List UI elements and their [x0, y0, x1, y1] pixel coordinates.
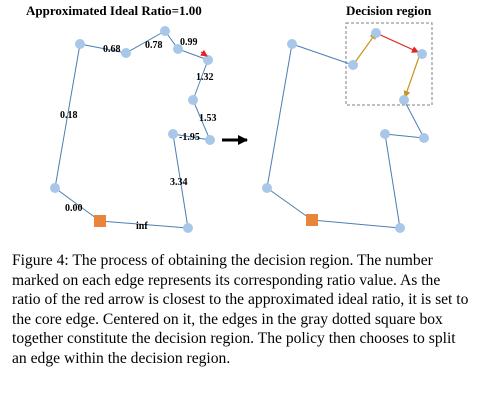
edge-label: -1.95 — [179, 132, 200, 143]
right-node — [380, 129, 390, 139]
right-edge — [266, 187, 313, 221]
left-start-node — [94, 215, 106, 227]
right-panel-title: Decision region — [346, 3, 432, 18]
right-node — [399, 95, 409, 105]
region-edges — [352, 32, 421, 98]
left-edge-1 — [79, 43, 127, 54]
core-edge — [375, 32, 419, 53]
left-node — [121, 48, 131, 58]
left-edge-10 — [54, 187, 101, 222]
decision-region-box — [345, 22, 433, 106]
edge-label: 3.34 — [170, 177, 188, 188]
left-edge-5 — [192, 59, 209, 101]
left-nodes — [50, 26, 215, 233]
left-core-edge-hint — [200, 49, 208, 57]
left-node — [188, 95, 198, 105]
edge-label: inf — [136, 221, 148, 232]
left-panel-title: Approximated Ideal Ratio=1.00 — [26, 3, 202, 18]
region-edge-left — [352, 32, 377, 66]
edge-label: 0.99 — [180, 37, 198, 48]
left-node — [173, 44, 183, 54]
figure-caption: Figure 4: The process of obtaining the d… — [12, 251, 472, 368]
left-node — [168, 129, 178, 139]
right-edge — [291, 43, 354, 66]
decision-region-figure: Approximated Ideal Ratio=1.00 Decision r… — [26, 3, 433, 233]
right-edge — [384, 133, 425, 139]
left-edge-7 — [172, 133, 211, 141]
right-edge — [384, 133, 401, 229]
left-node — [75, 39, 85, 49]
caption-text: The process of obtaining the decision re… — [12, 252, 469, 367]
edge-label: 0.68 — [103, 44, 121, 55]
edge-label: 0.18 — [60, 110, 78, 121]
edge-label: 1.32 — [196, 72, 214, 83]
left-node — [203, 55, 213, 65]
right-edge — [311, 219, 401, 229]
left-node — [160, 26, 170, 36]
right-edge — [403, 99, 425, 139]
right-edge — [266, 43, 293, 189]
right-nodes — [262, 28, 429, 233]
left-node — [50, 183, 60, 193]
caption-label: Figure 4: — [12, 252, 69, 269]
right-node — [262, 183, 272, 193]
right-node — [348, 60, 358, 70]
left-edge-4 — [177, 48, 209, 61]
right-polygon — [266, 43, 425, 229]
right-node — [417, 49, 427, 59]
left-edge-6 — [192, 99, 211, 141]
right-node — [395, 223, 405, 233]
left-polygon — [54, 30, 211, 229]
edge-label: 1.53 — [199, 113, 217, 124]
edge-label: 0.78 — [145, 40, 163, 51]
left-node — [183, 223, 193, 233]
right-node — [371, 28, 381, 38]
region-edge-right — [403, 53, 421, 98]
right-node — [287, 39, 297, 49]
edge-label: 0.00 — [65, 203, 83, 214]
left-edge-2 — [125, 30, 166, 54]
left-edge-9 — [99, 220, 189, 229]
right-node — [419, 133, 429, 143]
left-edge-8 — [172, 133, 189, 229]
left-edge-11 — [54, 43, 81, 189]
right-start-node — [306, 214, 318, 226]
left-node — [205, 135, 215, 145]
